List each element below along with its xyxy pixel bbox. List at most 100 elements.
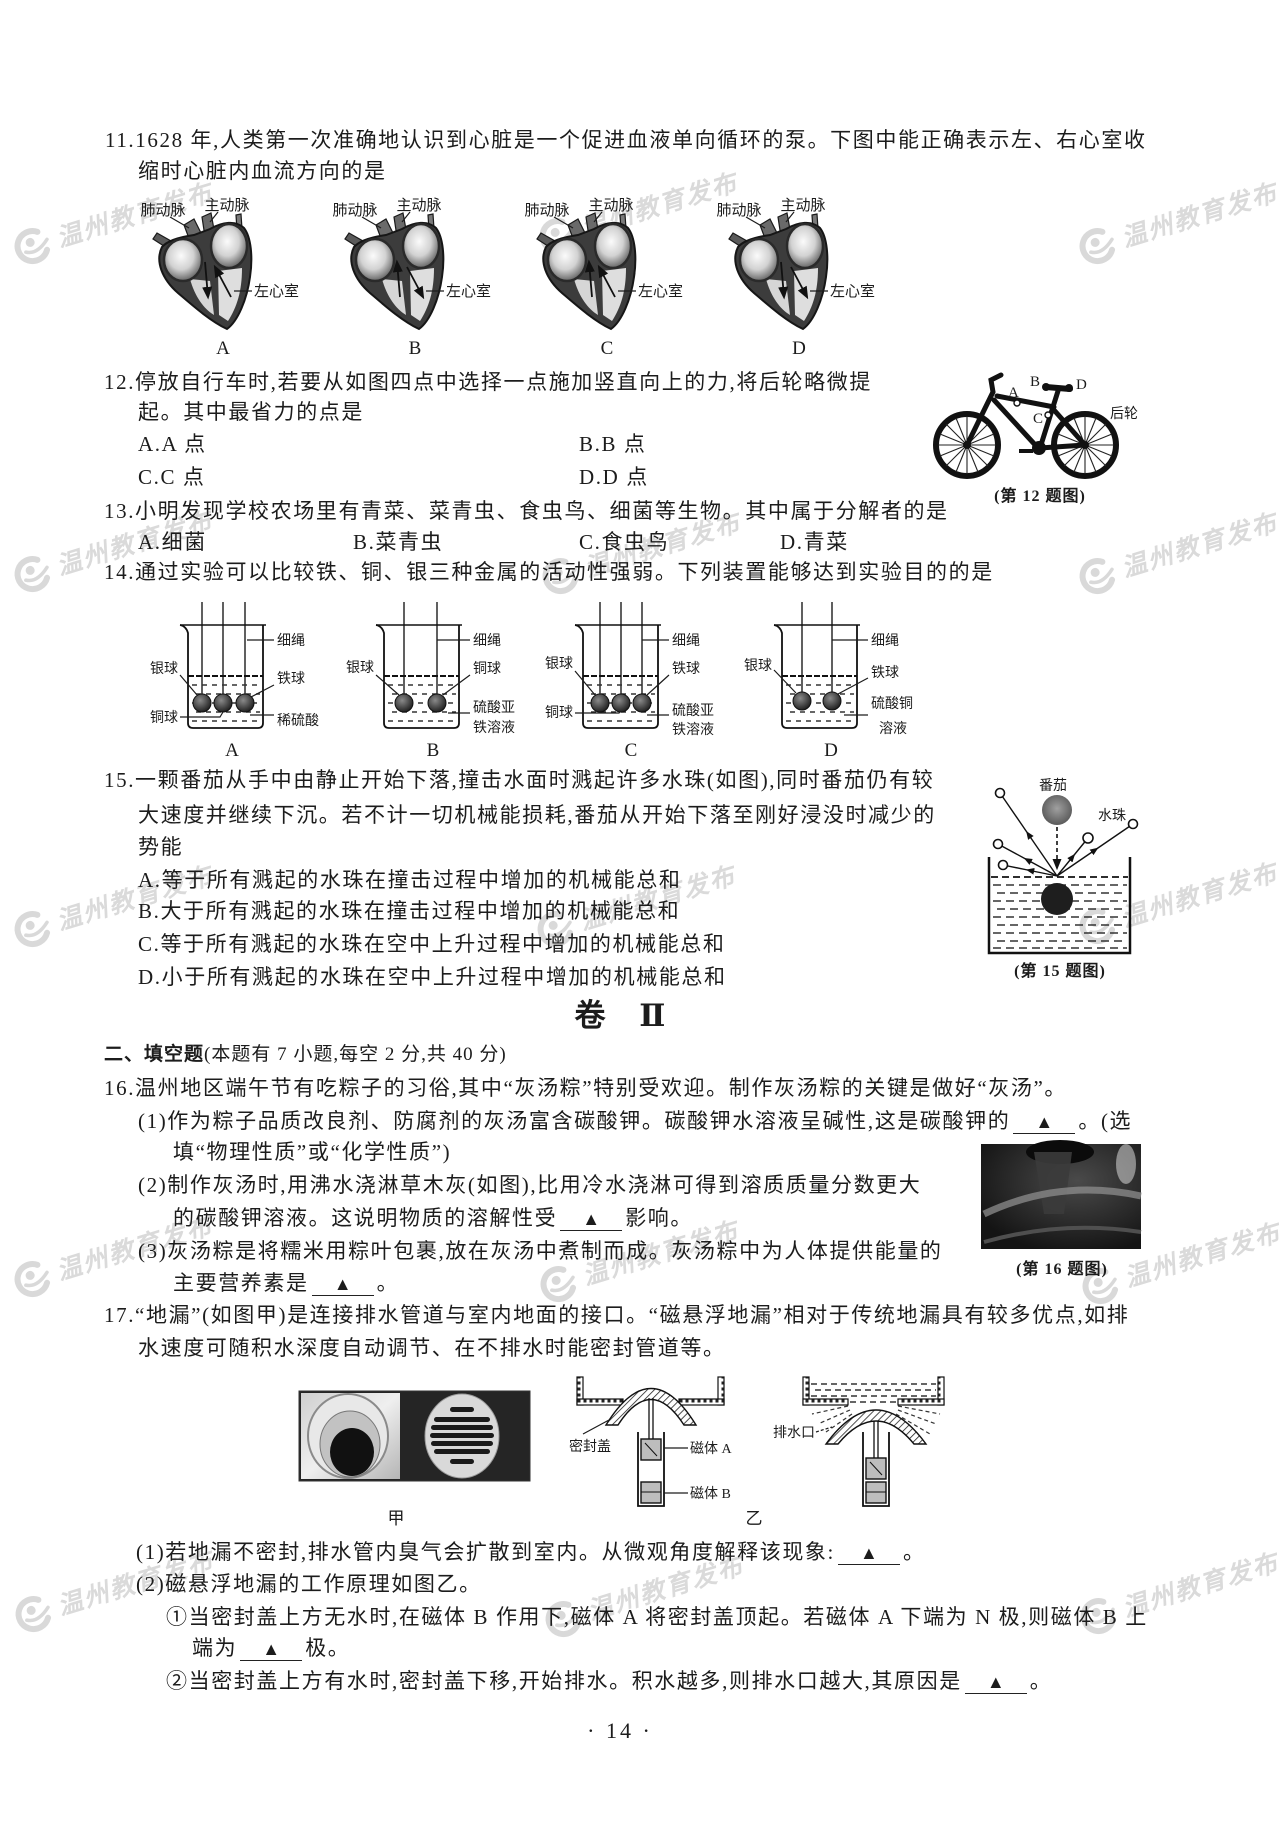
chainring: [1032, 441, 1046, 455]
section-heading-title: 二、填空题: [104, 1044, 205, 1065]
heart-diagram: [151, 211, 253, 331]
option-letter: B: [427, 740, 440, 761]
option-letter: D: [792, 338, 806, 359]
point-a-marker: [1013, 399, 1021, 407]
ball-right-label: 铁球: [871, 665, 899, 681]
q12-option-d: D.D 点: [579, 465, 649, 489]
point-b-label: B: [1030, 374, 1040, 390]
q15-stem-line-1: 15.一颗番茄从手中由静止开始下落,撞击水面时溅起许多水珠(如图),同时番茄仍有…: [104, 768, 935, 792]
q17-stem-line-1: 17.“地漏”(如图甲)是连接排水管道与室内地面的接口。“磁悬浮地漏”相对于传统…: [104, 1303, 1130, 1327]
label-pulmonary-artery: 肺动脉: [332, 202, 377, 219]
q17-sub2: (2)磁悬浮地漏的工作原理如图乙。: [136, 1572, 482, 1596]
q15-option-b: B.大于所有溅起的水珠在撞击过程中增加的机械能总和: [138, 899, 681, 923]
ball-right-label: 铁球: [277, 671, 305, 687]
ball-right-label: 铁球: [672, 661, 700, 677]
label-aorta: 主动脉: [396, 197, 441, 214]
q12-option-b: B.B 点: [579, 432, 647, 456]
q16-sub3-line-2: 主要营养素是▲。: [173, 1270, 399, 1296]
heart-option-a: 肺动脉 主动脉 左心室 A: [140, 197, 299, 359]
label-pulmonary-artery: 肺动脉: [716, 202, 761, 219]
leader-line: [745, 216, 766, 229]
point-b-marker: [1042, 383, 1050, 391]
maglev-drain-open-diagram: 排水口: [773, 1376, 945, 1507]
heart-diagram: [535, 211, 637, 331]
answer-blank: ▲: [964, 1671, 1027, 1694]
label-left-ventricle: 左心室: [446, 283, 491, 300]
water-droplets: [992, 787, 1139, 871]
point-a-label: A: [1008, 385, 1019, 401]
iron-ball: [632, 693, 652, 713]
q13-option-d: D.青菜: [780, 530, 849, 554]
ball-right-label: 铜球: [473, 661, 501, 677]
solution-label-line2: 溶液: [879, 721, 907, 737]
q17-stem-line-2: 水速度可随积水深度自动调节、在不排水时能密封管道等。: [138, 1336, 726, 1360]
q17-item2-text-before: ②当密封盖上方有水时,密封盖下移,开始排水。积水越多,则排水口越大,其原因是: [166, 1669, 962, 1693]
copper-ball: [427, 693, 447, 713]
ball-left-label: 银球: [744, 658, 772, 674]
label-aorta: 主动脉: [780, 197, 825, 214]
bicycle-figure: A B C D 后轮: [933, 372, 1138, 479]
option-letter: D: [824, 740, 838, 761]
ball-left-label: 银球: [545, 656, 573, 672]
q17-sub2-item1-line-2: 端为▲极。: [192, 1635, 350, 1661]
leader-line: [553, 216, 574, 229]
tomato-label: 番茄: [1039, 777, 1067, 794]
answer-blank: ▲: [240, 1638, 303, 1661]
rope-label: 细绳: [672, 633, 700, 649]
seal-cover: [824, 1409, 928, 1445]
q15-figure-caption: (第 15 题图): [1014, 963, 1106, 980]
drain-outlet-label: 排水口: [773, 1425, 815, 1441]
rope-label: 细绳: [871, 633, 899, 649]
q16-sub1-line-2: 填“物理性质”或“化学性质”): [173, 1140, 452, 1164]
rope-label: 细绳: [473, 633, 501, 649]
leader-line: [401, 211, 411, 223]
q17-item1-text-after: 极。: [305, 1636, 351, 1660]
solution-label-line1: 硫酸亚: [672, 703, 714, 719]
q16-stem: 16.温州地区端午节有吃粽子的习俗,其中“灰汤粽”特别受欢迎。制作灰汤粽的关键是…: [104, 1076, 1067, 1100]
q13-stem: 13.小明发现学校农场里有青菜、菜青虫、食虫鸟、细菌等生物。其中属于分解者的是: [104, 499, 949, 523]
pedal: [1019, 449, 1033, 453]
point-d-marker: [1065, 384, 1073, 392]
q17-sub1-text-after: 。: [902, 1540, 926, 1564]
q16-sub2-text-before: 的碳酸钾溶液。这说明物质的溶解性受: [173, 1206, 558, 1230]
q16-sub2-line-2: 的碳酸钾溶液。这说明物质的溶解性受▲影响。: [173, 1205, 693, 1231]
magnet-a-label: 磁体 A: [690, 1441, 732, 1457]
figure-yi-label: 乙: [745, 1509, 763, 1528]
heart-option-b: 肺动脉 主动脉 左心室 B: [332, 197, 491, 359]
leader-line: [169, 216, 190, 229]
q12-stem-line-2: 起。其中最省力的点是: [138, 400, 364, 424]
left-ventricle-arrow-up: [213, 264, 232, 298]
silver-ball: [192, 693, 212, 713]
option-letter: C: [601, 338, 614, 359]
option-letter: C: [625, 740, 638, 761]
q17-item1-text-before: 端为: [192, 1636, 238, 1660]
splash-arrows: [997, 792, 1134, 877]
q17-sub1-text-before: (1)若地漏不密封,排水管内臭气会扩散到室内。从微观角度解释该现象:: [136, 1540, 835, 1564]
q12-option-a: A.A 点: [138, 432, 207, 456]
q16-sub3-text-after: 。: [376, 1271, 400, 1295]
q16-sub3-line-1: (3)灰汤粽是将糯米用粽叶包裹,放在灰汤中煮制而成。灰汤粽中为人体提供能量的: [138, 1239, 943, 1263]
standing-water: [811, 1383, 936, 1403]
ball-left-label: 银球: [150, 661, 178, 677]
q17-sub2-item2: ②当密封盖上方有水时,密封盖下移,开始排水。积水越多,则排水口越大,其原因是▲。: [166, 1668, 1052, 1694]
heart-diagram: [343, 211, 445, 331]
option-letter: A: [225, 740, 239, 761]
heart-option-c: 肺动脉 主动脉 左心室 C: [524, 197, 683, 359]
q16-sub3-text-before: 主要营养素是: [173, 1271, 309, 1295]
q12-option-c: C.C 点: [138, 465, 206, 489]
seal-cover: [604, 1388, 698, 1426]
q13-option-b: B.菜青虫: [353, 530, 444, 554]
section-heading-note: (本题有 7 小题,每空 2 分,共 40 分): [204, 1044, 507, 1065]
q11-stem-line-1: 11.1628 年,人类第一次准确地认识到心脏是一个促进血液单向循环的泵。下图中…: [105, 128, 1147, 152]
q16-sub2-line-1: (2)制作灰汤时,用沸水浇淋草木灰(如图),比用冷水浇淋可得到溶质质量分数更大: [138, 1173, 922, 1197]
figure-jia-label: 甲: [387, 1509, 405, 1528]
point-c-label: C: [1033, 411, 1043, 427]
option-letter: B: [409, 338, 422, 359]
leader-line: [361, 216, 382, 229]
maglev-drain-closed-diagram: 密封盖 磁体 A 磁体 B: [569, 1376, 732, 1507]
copper-ball: [213, 693, 233, 713]
q16-sub1-line-1: (1)作为粽子品质改良剂、防腐剂的灰汤富含碳酸钾。碳酸钾水溶液呈碱性,这是碳酸钾…: [138, 1108, 1132, 1134]
page-number: · 14 ·: [587, 1718, 653, 1743]
